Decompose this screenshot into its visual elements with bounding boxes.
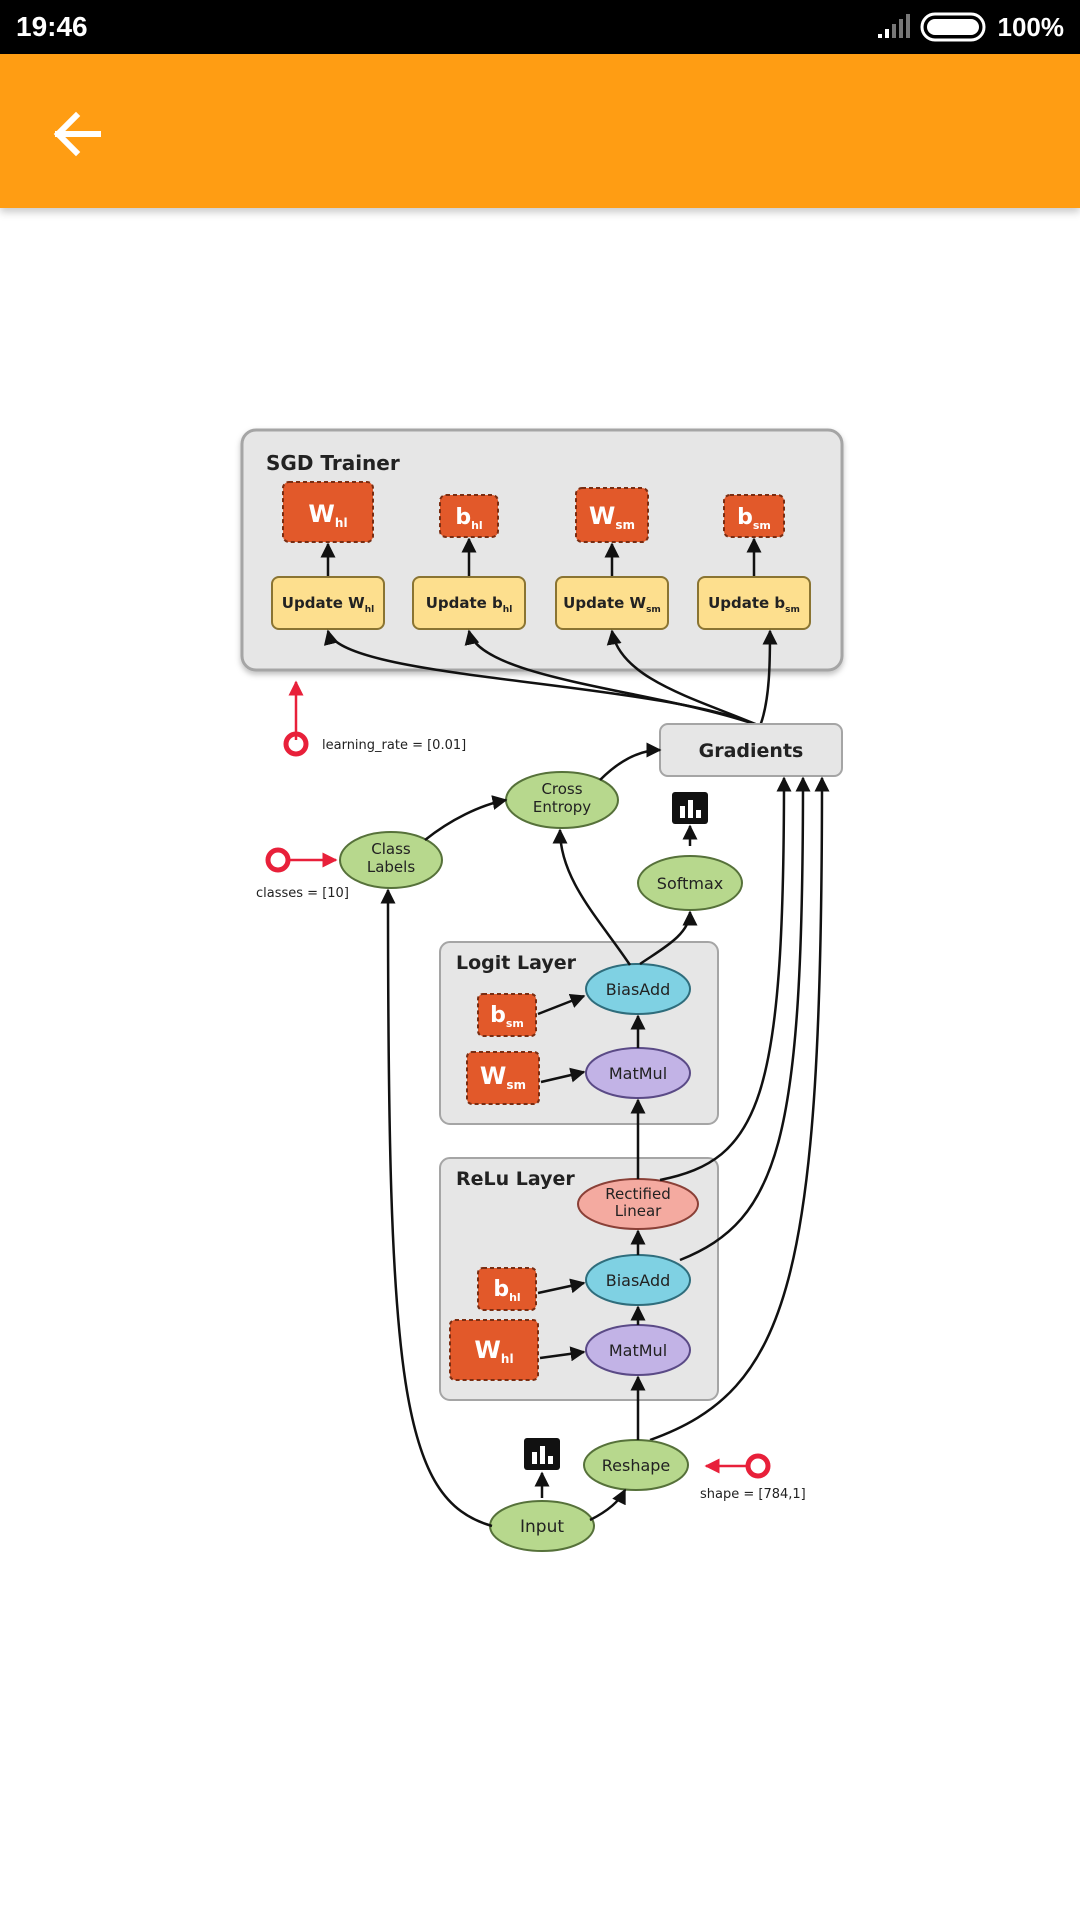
tensorflow-graph-diagram: SGD Trainer Whl bhl Wsm bsm Update Whl U… (240, 428, 844, 1552)
sgd-trainer-title: SGD Trainer (266, 451, 400, 475)
svg-text:bsm: bsm (737, 505, 771, 532)
param-b-hl: bhl (439, 494, 499, 538)
logit-layer-title: Logit Layer (456, 952, 577, 974)
relu-w-hl: Whl (449, 1319, 539, 1381)
battery-percentage: 100% (997, 11, 1065, 42)
param-b-sm: bsm (723, 494, 785, 538)
svg-text:Linear: Linear (615, 1202, 662, 1220)
svg-text:Update bhl: Update bhl (426, 594, 513, 615)
update-b-hl: Update bhl (412, 576, 526, 630)
app-bar (0, 54, 1080, 208)
logit-b-sm: bsm (477, 993, 537, 1037)
relu-biasadd-node: BiasAdd (585, 1254, 691, 1306)
update-w-hl: Update Whl (271, 576, 385, 630)
cross-entropy-node: Cross Entropy (505, 771, 619, 829)
relu-b-hl: bhl (477, 1267, 537, 1311)
svg-text:bsm: bsm (490, 1003, 524, 1030)
svg-text:Rectified: Rectified (605, 1185, 670, 1203)
svg-text:Whl: Whl (308, 500, 347, 530)
svg-text:BiasAdd: BiasAdd (606, 1271, 671, 1290)
param-w-hl: Whl (282, 481, 374, 543)
logit-w-sm: Wsm (466, 1051, 540, 1105)
svg-text:Update Wsm: Update Wsm (563, 594, 661, 615)
rectified-linear-node: Rectified Linear (577, 1178, 699, 1230)
svg-text:Softmax: Softmax (657, 874, 723, 893)
svg-text:Entropy: Entropy (533, 798, 591, 816)
sgd-trainer-box (240, 428, 844, 672)
svg-text:bhl: bhl (455, 505, 482, 532)
svg-text:Input: Input (520, 1517, 564, 1537)
svg-text:Labels: Labels (367, 858, 415, 876)
class-labels-node: Class Labels (339, 831, 443, 889)
input-node: Input (489, 1500, 595, 1552)
logit-biasadd-node: BiasAdd (585, 963, 691, 1015)
softmax-node: Softmax (637, 855, 743, 911)
reshape-node: Reshape (583, 1439, 689, 1491)
update-b-sm: Update bsm (697, 576, 811, 630)
param-w-sm: Wsm (575, 487, 649, 543)
svg-text:MatMul: MatMul (609, 1064, 667, 1083)
summary-chart-icon-bottom (524, 1438, 560, 1470)
svg-text:Whl: Whl (474, 1336, 513, 1366)
signal-icon (877, 14, 910, 38)
back-button[interactable] (40, 98, 112, 170)
learning-rate-input: learning_rate = [0.01] (283, 680, 466, 757)
logit-matmul-node: MatMul (585, 1047, 691, 1099)
learning-rate-label: learning_rate = [0.01] (322, 738, 466, 753)
svg-text:BiasAdd: BiasAdd (606, 980, 671, 999)
shape-input: shape = [784,1] (700, 1453, 806, 1502)
svg-text:Gradients: Gradients (699, 740, 804, 762)
gradients-node: Gradients (659, 723, 843, 777)
svg-text:Update Whl: Update Whl (282, 594, 374, 615)
battery-icon (920, 12, 985, 42)
status-bar: 19:46 100% (0, 0, 1080, 54)
svg-text:Wsm: Wsm (480, 1062, 526, 1092)
relu-matmul-node: MatMul (585, 1324, 691, 1376)
update-w-sm: Update Wsm (555, 576, 669, 630)
arrow-left-icon (53, 111, 101, 157)
svg-text:bhl: bhl (493, 1277, 520, 1304)
summary-chart-icon (672, 792, 708, 824)
classes-label: classes = [10] (256, 886, 349, 901)
status-time: 19:46 (16, 11, 88, 42)
svg-text:Wsm: Wsm (589, 502, 635, 532)
relu-layer-title: ReLu Layer (456, 1168, 575, 1190)
shape-label: shape = [784,1] (700, 1487, 806, 1502)
status-icons: 100% (876, 10, 1065, 44)
svg-text:Reshape: Reshape (602, 1456, 671, 1475)
classes-input: classes = [10] (256, 847, 349, 901)
svg-text:Cross: Cross (541, 780, 582, 798)
svg-text:MatMul: MatMul (609, 1341, 667, 1360)
svg-text:Update bsm: Update bsm (708, 594, 800, 615)
svg-text:Class: Class (371, 840, 411, 858)
